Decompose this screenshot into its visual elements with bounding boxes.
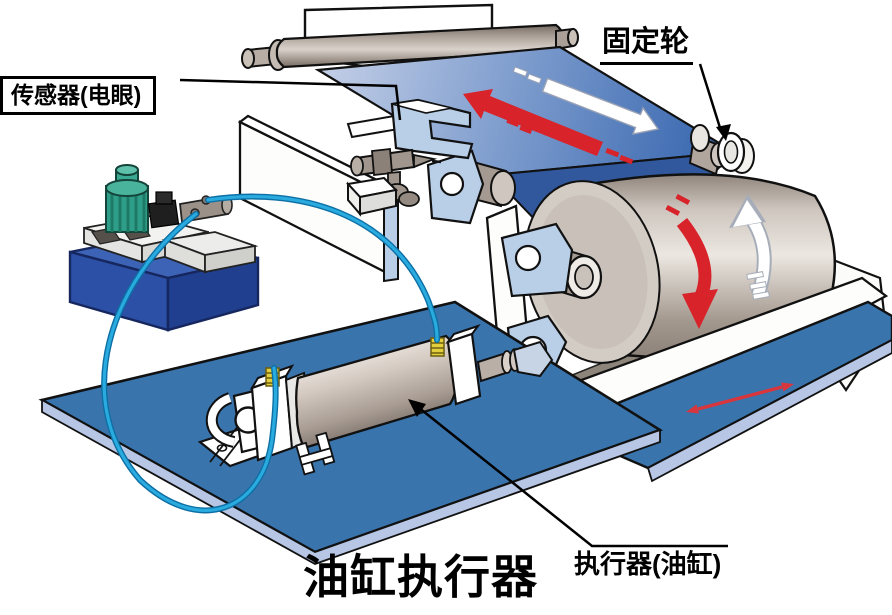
sensor-label: 传感器(电眼)	[0, 76, 157, 116]
sensor-leader	[179, 78, 402, 121]
web-white-arrow-icon	[512, 66, 660, 135]
hydraulic-cylinder	[197, 324, 554, 476]
rod-knuckle	[512, 340, 554, 378]
tie-bar	[295, 431, 336, 476]
platform-travel-arrow-icon	[686, 382, 794, 414]
actuator-label: 执行器(油缸)	[574, 549, 722, 579]
leader-lines	[179, 63, 731, 548]
fixed-wheel-label: 固定轮	[600, 26, 694, 66]
hydraulic-hoses	[101, 193, 440, 514]
roll-red-arrow-icon	[665, 193, 718, 329]
guide-roller-journal	[426, 149, 516, 225]
diagram-title: 油缸执行器	[303, 551, 538, 603]
motor	[105, 164, 149, 233]
hose-fitting-right	[430, 337, 445, 357]
roll-journal-bearing	[500, 222, 603, 300]
roll-white-arrow-icon	[729, 194, 772, 300]
sensor-assembly	[346, 98, 474, 217]
fixed-wheel-leader	[698, 63, 723, 132]
fixed-wheel	[688, 124, 755, 176]
actuator-leader	[417, 406, 728, 548]
web-red-arrow-icon	[463, 89, 634, 165]
